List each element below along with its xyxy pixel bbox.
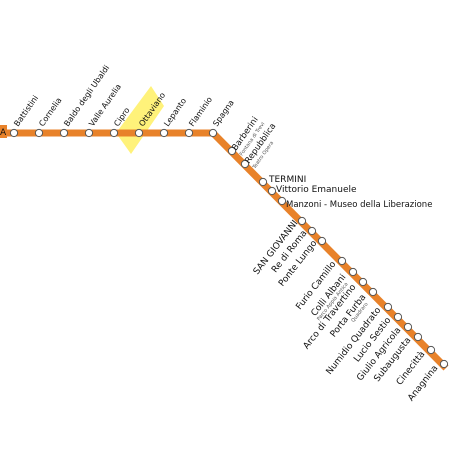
station-dot [403, 322, 413, 332]
station-dot [383, 302, 393, 312]
station-dot [9, 128, 19, 138]
station-dot [84, 128, 94, 138]
station-dot [134, 128, 144, 138]
station-dot [277, 196, 287, 206]
terminal-badge-label: A [0, 128, 7, 138]
station-dot [358, 277, 368, 287]
station-dot [307, 226, 317, 236]
station-dot [184, 128, 194, 138]
station-dot [227, 146, 237, 156]
station-label: TERMINI [268, 175, 306, 185]
station-dot [368, 287, 378, 297]
terminal-badge: A [0, 125, 7, 138]
station-dot [34, 128, 44, 138]
station-dot [426, 345, 436, 355]
station-dot [337, 256, 347, 266]
station-dot [439, 359, 449, 369]
station-dot [297, 216, 307, 226]
station-dot [413, 332, 423, 342]
station-dot [258, 177, 268, 187]
station-dot [109, 128, 119, 138]
station: TERMINI [258, 175, 306, 187]
station-dot [208, 128, 218, 138]
station-label: Vittorio Emanuele [276, 185, 357, 195]
station-dot [59, 128, 69, 138]
station-dot [240, 159, 250, 169]
highlighted-station-marker [116, 86, 164, 154]
station-label: Manzoni - Museo della Liberazione [286, 200, 432, 210]
station-dot [348, 267, 358, 277]
station-dot [317, 236, 327, 246]
station-dot [267, 186, 277, 196]
station-dot [159, 128, 169, 138]
station: Manzoni - Museo della Liberazione [277, 196, 432, 210]
station-dot [393, 312, 403, 322]
terminal-badge-box [0, 125, 7, 138]
station: Vittorio Emanuele [267, 185, 357, 196]
